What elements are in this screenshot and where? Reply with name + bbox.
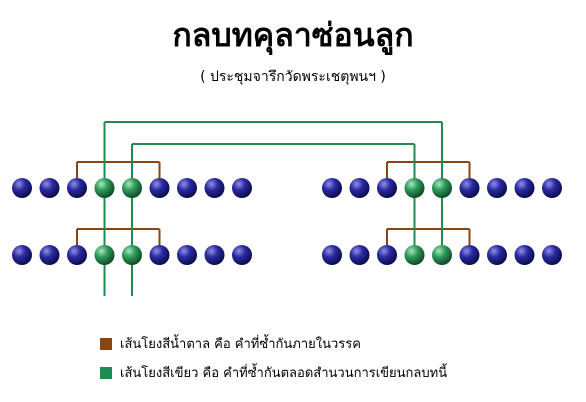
word-ball: [12, 245, 32, 265]
word-ball: [177, 178, 197, 198]
word-ball: [67, 245, 87, 265]
repeated-word-ball: [432, 245, 452, 265]
legend-item-brown: เส้นโยงสีน้ำตาล คือ คำที่ซ้ำกันภายในวรรค: [100, 333, 520, 354]
repeated-word-ball: [432, 178, 452, 198]
word-ball: [39, 245, 60, 265]
legend-brown-text: เส้นโยงสีน้ำตาล คือ คำที่ซ้ำกันภายในวรรค: [120, 337, 361, 352]
legend-item-green: เส้นโยงสีเขียว คือ คำที่ซ้ำกันตลอดสำนวนก…: [100, 362, 520, 383]
word-ball: [377, 245, 397, 265]
repeated-word-ball: [122, 178, 142, 198]
word-ball: [67, 178, 87, 198]
repeated-word-ball: [94, 245, 115, 265]
word-ball: [459, 178, 480, 198]
repeated-word-ball: [404, 245, 425, 265]
word-ball: [149, 178, 170, 198]
word-ball: [514, 178, 535, 198]
word-ball: [487, 178, 507, 198]
legend-green-text: เส้นโยงสีเขียว คือ คำที่ซ้ำกันตลอดสำนวนก…: [120, 366, 448, 381]
word-ball: [542, 245, 562, 265]
word-ball: [177, 245, 197, 265]
word-ball: [514, 245, 535, 265]
repeated-word-ball: [122, 245, 142, 265]
brown-swatch-icon: [100, 337, 112, 350]
repeated-word-ball: [94, 178, 115, 198]
word-ball: [542, 178, 562, 198]
word-ball: [12, 178, 32, 198]
word-ball: [487, 245, 507, 265]
word-ball: [39, 178, 60, 198]
word-ball: [204, 178, 225, 198]
repeated-word-ball: [404, 178, 425, 198]
word-ball: [204, 245, 225, 265]
green-swatch-icon: [100, 366, 112, 379]
word-ball: [349, 178, 370, 198]
word-ball: [232, 178, 252, 198]
word-ball: [377, 178, 397, 198]
word-ball: [322, 178, 342, 198]
word-ball: [232, 245, 252, 265]
word-ball: [459, 245, 480, 265]
word-ball: [349, 245, 370, 265]
page-subtitle: ( ประชุมจารึกวัดพระเชตุพนฯ ): [200, 69, 386, 85]
word-ball: [322, 245, 342, 265]
page-title: กลบทคุลาซ่อนลูก: [172, 16, 414, 54]
word-ball: [149, 245, 170, 265]
